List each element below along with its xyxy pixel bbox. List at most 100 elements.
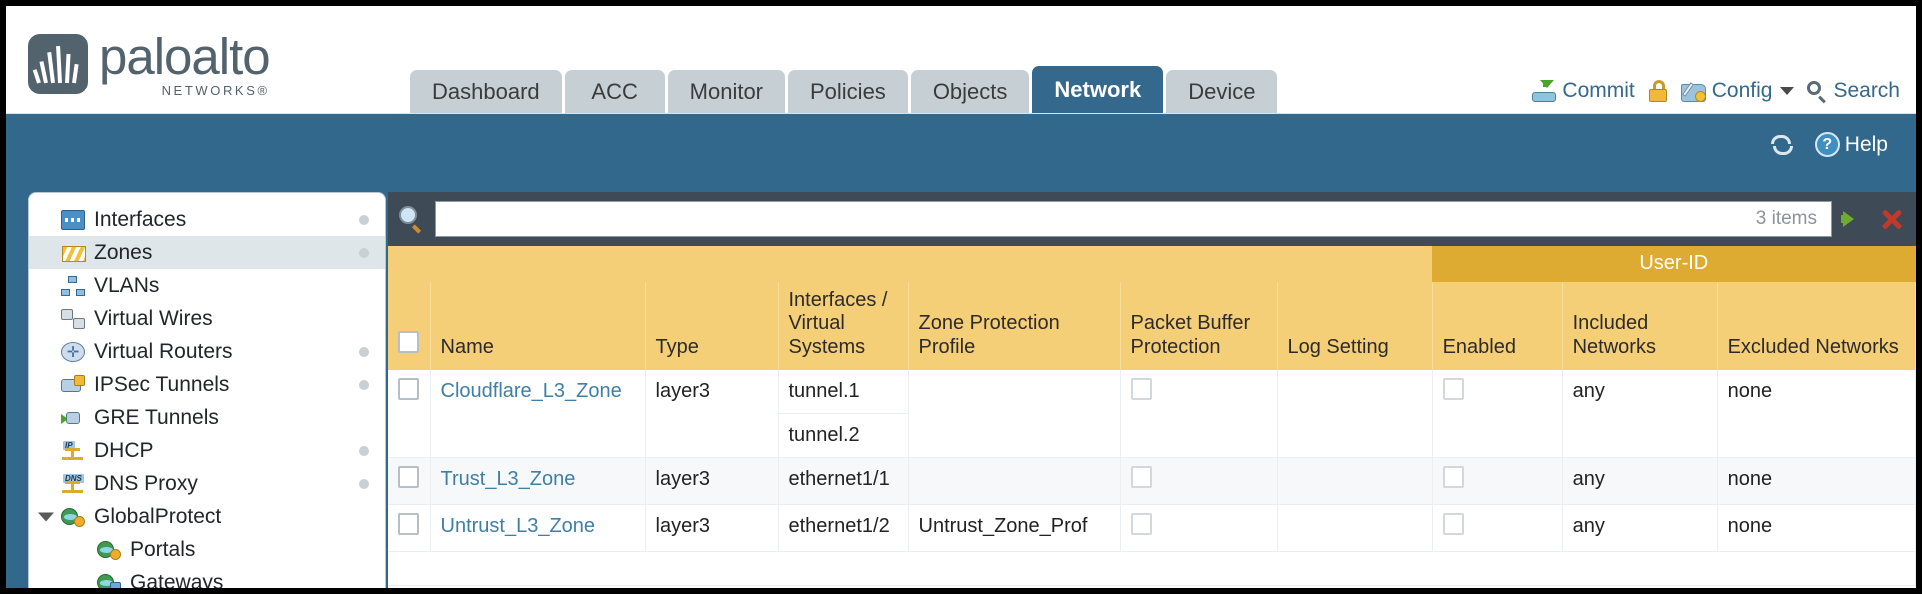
- zone-name-link[interactable]: Trust_L3_Zone: [440, 468, 576, 491]
- cell-packet-buffer-protection[interactable]: [1120, 370, 1278, 459]
- cell-packet-buffer-protection[interactable]: [1120, 504, 1278, 553]
- table-row[interactable]: Untrust_L3_Zone layer3 ethernet1/2 Untru…: [388, 504, 1916, 553]
- select-all-header[interactable]: [388, 281, 431, 371]
- config-menu-button[interactable]: Config: [1680, 79, 1795, 103]
- apply-filter-button[interactable]: [1841, 205, 1869, 233]
- cell-type: layer3: [645, 370, 779, 459]
- zone-name-link[interactable]: Untrust_L3_Zone: [440, 515, 596, 538]
- search-icon: [1807, 81, 1827, 104]
- tab-policies[interactable]: Policies: [788, 70, 908, 113]
- cell-packet-buffer-protection[interactable]: [1120, 457, 1278, 506]
- search-button[interactable]: Search: [1807, 79, 1900, 104]
- sidebar-item-gre-tunnels[interactable]: GRE Tunnels: [29, 401, 385, 434]
- tab-acc[interactable]: ACC: [564, 70, 665, 113]
- search-icon[interactable]: [398, 205, 426, 234]
- sidebar-item-virtual-wires[interactable]: Virtual Wires: [29, 302, 385, 335]
- tab-dashboard[interactable]: Dashboard: [410, 70, 562, 113]
- gre-tunnels-icon: [61, 408, 85, 428]
- cell-interfaces: tunnel.1 tunnel.2: [778, 370, 909, 459]
- tab-monitor[interactable]: Monitor: [667, 70, 785, 113]
- cell-userid-enabled[interactable]: [1432, 504, 1563, 553]
- table-empty-filler: [388, 551, 1916, 587]
- sidebar-item-ipsec-tunnels[interactable]: IPSec Tunnels: [29, 368, 385, 401]
- zone-name-link[interactable]: Cloudflare_L3_Zone: [440, 380, 622, 403]
- cell-type: layer3: [645, 457, 779, 506]
- tab-network-label: Network: [1054, 76, 1142, 102]
- cell-userid-enabled[interactable]: [1432, 457, 1563, 506]
- cell-name[interactable]: Trust_L3_Zone: [430, 457, 646, 506]
- column-header-log-setting[interactable]: Log Setting: [1277, 281, 1433, 371]
- table-row[interactable]: Cloudflare_L3_Zone layer3 tunnel.1 tunne…: [388, 370, 1916, 459]
- dns-proxy-icon: DNS: [61, 473, 85, 494]
- chevron-down-icon[interactable]: [38, 512, 54, 521]
- sidebar-item-interfaces[interactable]: Interfaces: [29, 203, 385, 236]
- packet-buffer-protection-checkbox[interactable]: [1130, 378, 1152, 401]
- row-checkbox[interactable]: [398, 513, 419, 536]
- userid-enabled-checkbox[interactable]: [1442, 466, 1464, 489]
- select-all-checkbox[interactable]: [398, 330, 419, 353]
- column-header-interfaces[interactable]: Interfaces / Virtual Systems: [778, 281, 909, 371]
- sidebar-status-dot: [359, 214, 369, 225]
- cell-excluded-networks: none: [1717, 457, 1916, 506]
- packet-buffer-protection-checkbox[interactable]: [1130, 466, 1152, 489]
- tab-device[interactable]: Device: [1166, 70, 1278, 113]
- row-checkbox[interactable]: [398, 466, 419, 489]
- interface-list: tunnel.1 tunnel.2: [778, 370, 908, 457]
- cell-excluded-networks: none: [1717, 370, 1916, 459]
- search-field-wrapper[interactable]: 3 items: [435, 201, 1832, 237]
- column-header-name[interactable]: Name: [430, 281, 646, 371]
- column-header-zone-protection-profile[interactable]: Zone Protection Profile: [908, 281, 1121, 371]
- interface-item: tunnel.1: [778, 370, 908, 415]
- column-header-type[interactable]: Type: [645, 281, 779, 371]
- interface-item: tunnel.2: [788, 424, 860, 447]
- tab-objects[interactable]: Objects: [910, 70, 1030, 113]
- sidebar-item-zones[interactable]: Zones: [29, 236, 385, 269]
- cell-name[interactable]: Cloudflare_L3_Zone: [430, 370, 646, 459]
- banner-actions: ? Help: [1769, 132, 1888, 157]
- row-select-cell[interactable]: [388, 457, 431, 506]
- row-checkbox[interactable]: [398, 378, 419, 401]
- row-select-cell[interactable]: [388, 370, 431, 459]
- cell-userid-enabled[interactable]: [1432, 370, 1563, 459]
- gear-icon: [1680, 80, 1706, 102]
- sidebar-item-dns-proxy[interactable]: DNS DNS Proxy: [29, 467, 385, 500]
- sidebar-item-portals[interactable]: Portals: [29, 533, 385, 566]
- row-select-cell[interactable]: [388, 504, 431, 553]
- top-header: paloalto NETWORKS® Dashboard ACC Monitor…: [6, 6, 1916, 114]
- column-header-excluded-networks[interactable]: Excluded Networks: [1717, 281, 1916, 371]
- palo-alto-web-interface: paloalto NETWORKS® Dashboard ACC Monitor…: [6, 6, 1916, 588]
- ipsec-tunnels-icon: [61, 374, 85, 395]
- sidebar-item-dhcp[interactable]: IP DHCP: [29, 434, 385, 467]
- sidebar-item-globalprotect[interactable]: GlobalProtect: [29, 500, 385, 533]
- column-header-included-networks[interactable]: Included Networks: [1562, 281, 1718, 371]
- sidebar-item-label: Interfaces: [94, 207, 187, 231]
- search-input[interactable]: [444, 203, 1756, 235]
- cell-log-setting: [1277, 370, 1433, 459]
- sidebar-item-vlans[interactable]: VLANs: [29, 269, 385, 302]
- tab-network[interactable]: Network: [1032, 66, 1164, 113]
- brand-logo[interactable]: paloalto NETWORKS®: [28, 28, 271, 98]
- sidebar-item-gateways[interactable]: Gateways: [29, 566, 385, 588]
- content-panel: 3 items: [388, 192, 1916, 588]
- help-icon: ?: [1814, 132, 1840, 157]
- sidebar-item-label: Virtual Wires: [94, 306, 213, 330]
- commit-button[interactable]: Commit: [1532, 79, 1635, 103]
- sidebar-item-virtual-routers[interactable]: Virtual Routers: [29, 335, 385, 368]
- top-actions: Commit Config Search: [1532, 79, 1900, 104]
- packet-buffer-protection-checkbox[interactable]: [1130, 513, 1152, 536]
- clear-filter-button[interactable]: [1878, 205, 1906, 233]
- userid-enabled-checkbox[interactable]: [1442, 513, 1464, 536]
- config-lock-button[interactable]: [1648, 80, 1668, 102]
- userid-enabled-checkbox[interactable]: [1442, 378, 1464, 401]
- refresh-icon[interactable]: [1769, 134, 1795, 156]
- column-header-packet-buffer-protection[interactable]: Packet Buffer Protection: [1120, 281, 1278, 371]
- table-row[interactable]: Trust_L3_Zone layer3 ethernet1/1 any: [388, 457, 1916, 506]
- help-button[interactable]: ? Help: [1814, 132, 1888, 157]
- cell-included-networks: any: [1562, 457, 1718, 506]
- page-body: Interfaces Zones VLANs Virtual Wires Vir…: [6, 192, 1916, 588]
- brand-name: paloalto: [99, 28, 271, 85]
- column-header-enabled[interactable]: Enabled: [1432, 281, 1563, 371]
- commit-icon: [1532, 80, 1557, 102]
- sidebar-status-dot: [359, 478, 369, 489]
- cell-name[interactable]: Untrust_L3_Zone: [430, 504, 646, 553]
